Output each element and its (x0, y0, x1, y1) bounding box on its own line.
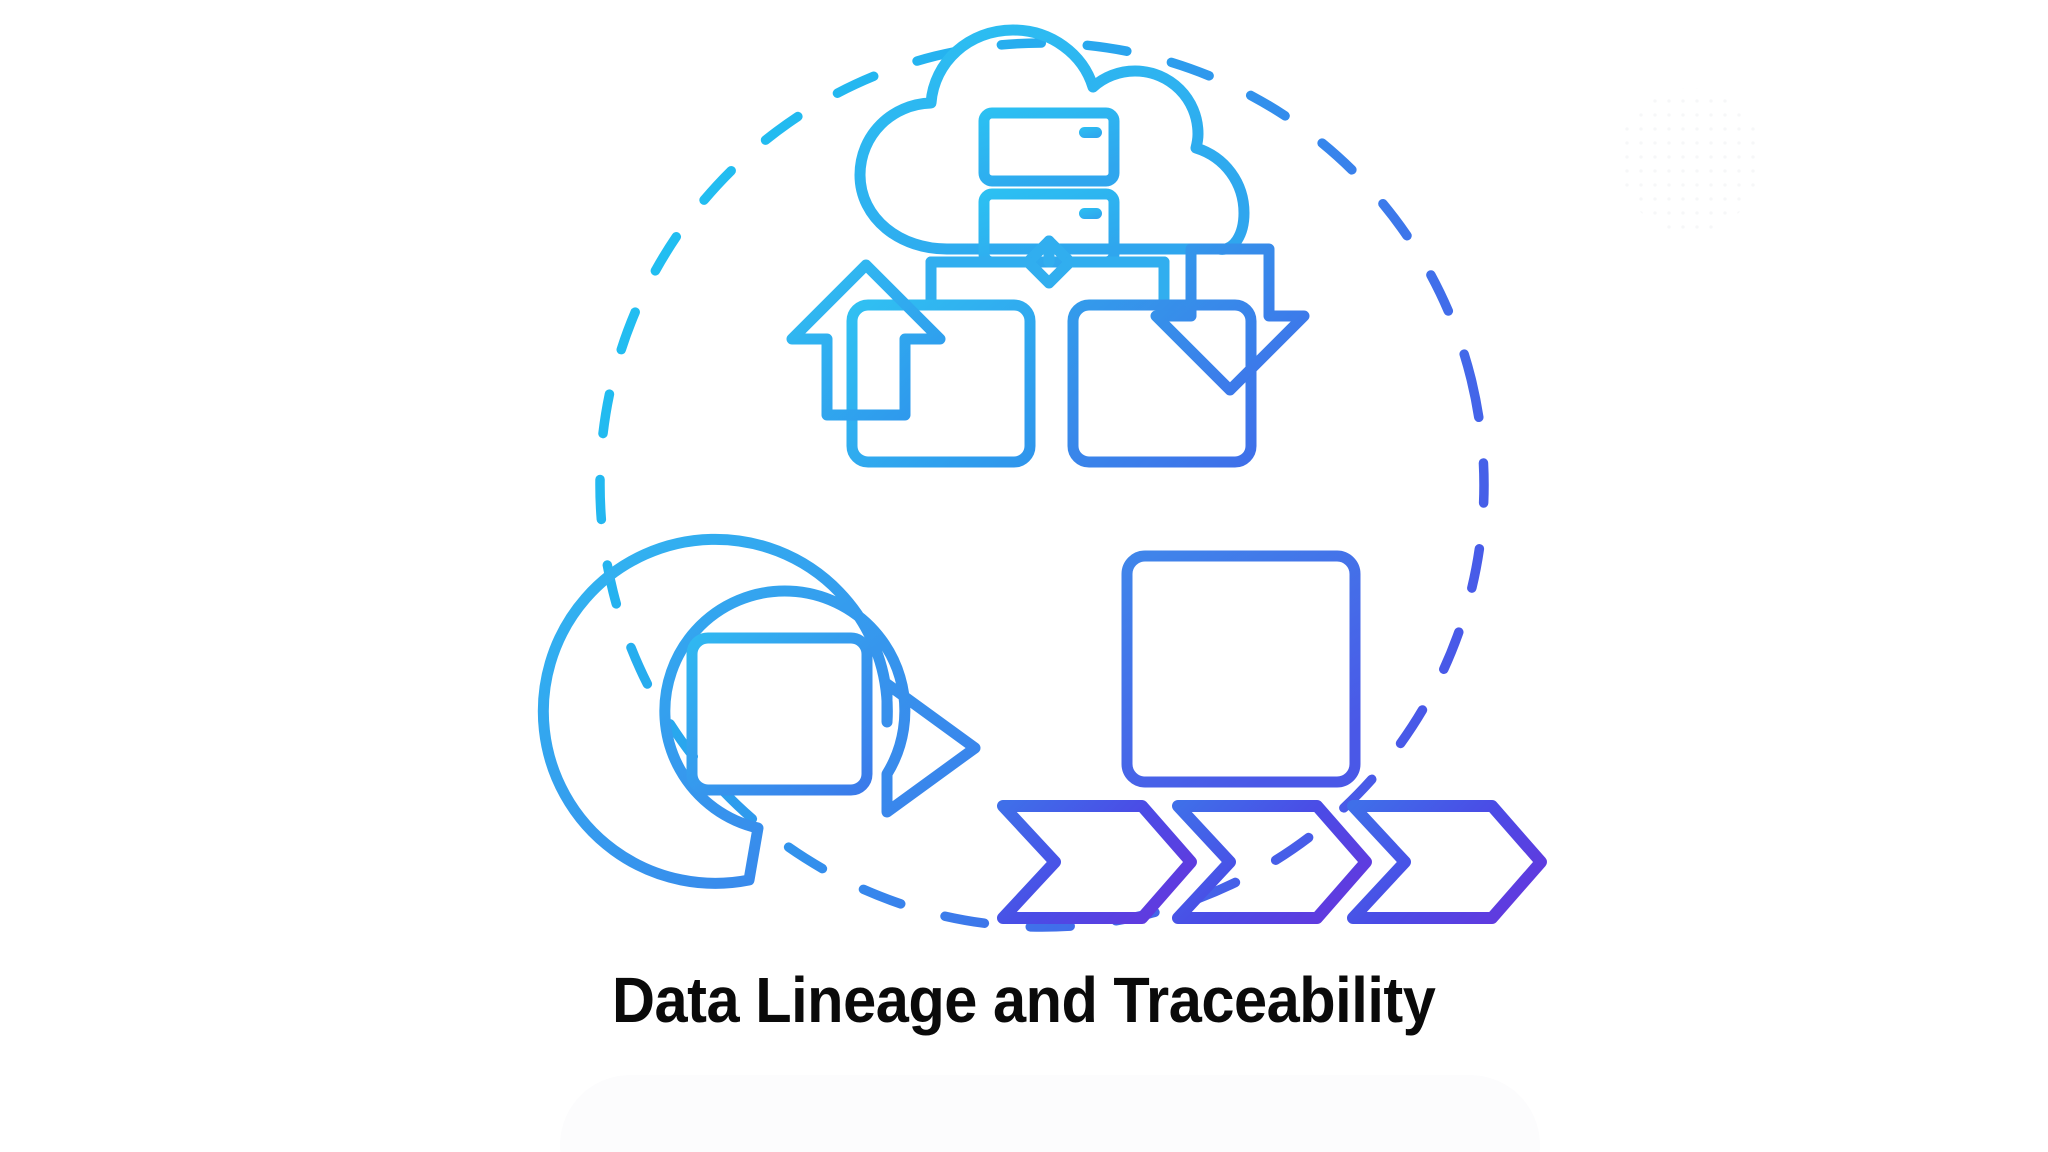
refresh-circular-arrow (537, 533, 981, 889)
refresh-db-body (686, 632, 873, 796)
chevron-arrow-3 (1347, 800, 1547, 924)
download-arrow-icon (1150, 243, 1310, 396)
database-indicator-dots (1190, 577, 1292, 761)
connector-lines (925, 235, 1170, 311)
refresh-database-group (537, 533, 981, 889)
chevron-arrow-2 (1172, 800, 1372, 924)
chevron-arrow-1 (997, 800, 1197, 924)
connector-diamond-node (1022, 235, 1076, 289)
server-led-top (1079, 127, 1102, 138)
watermark-decoration (560, 88, 1762, 1152)
refresh-db-indicator-dots (739, 652, 825, 778)
database-stack-group (1121, 550, 1361, 788)
download-folder-group (1067, 243, 1310, 468)
database-body (1121, 550, 1361, 788)
upload-arrow-icon (786, 259, 946, 421)
upload-folder-group (786, 259, 1036, 468)
cloud-server-group (854, 24, 1250, 268)
chevron-flow-group (997, 800, 1547, 924)
folder-right-body (1067, 299, 1257, 468)
folder-left-body (846, 299, 1036, 468)
server-rack-top (978, 107, 1120, 187)
cloud-outline (854, 24, 1250, 255)
server-led-bottom (1079, 208, 1102, 219)
